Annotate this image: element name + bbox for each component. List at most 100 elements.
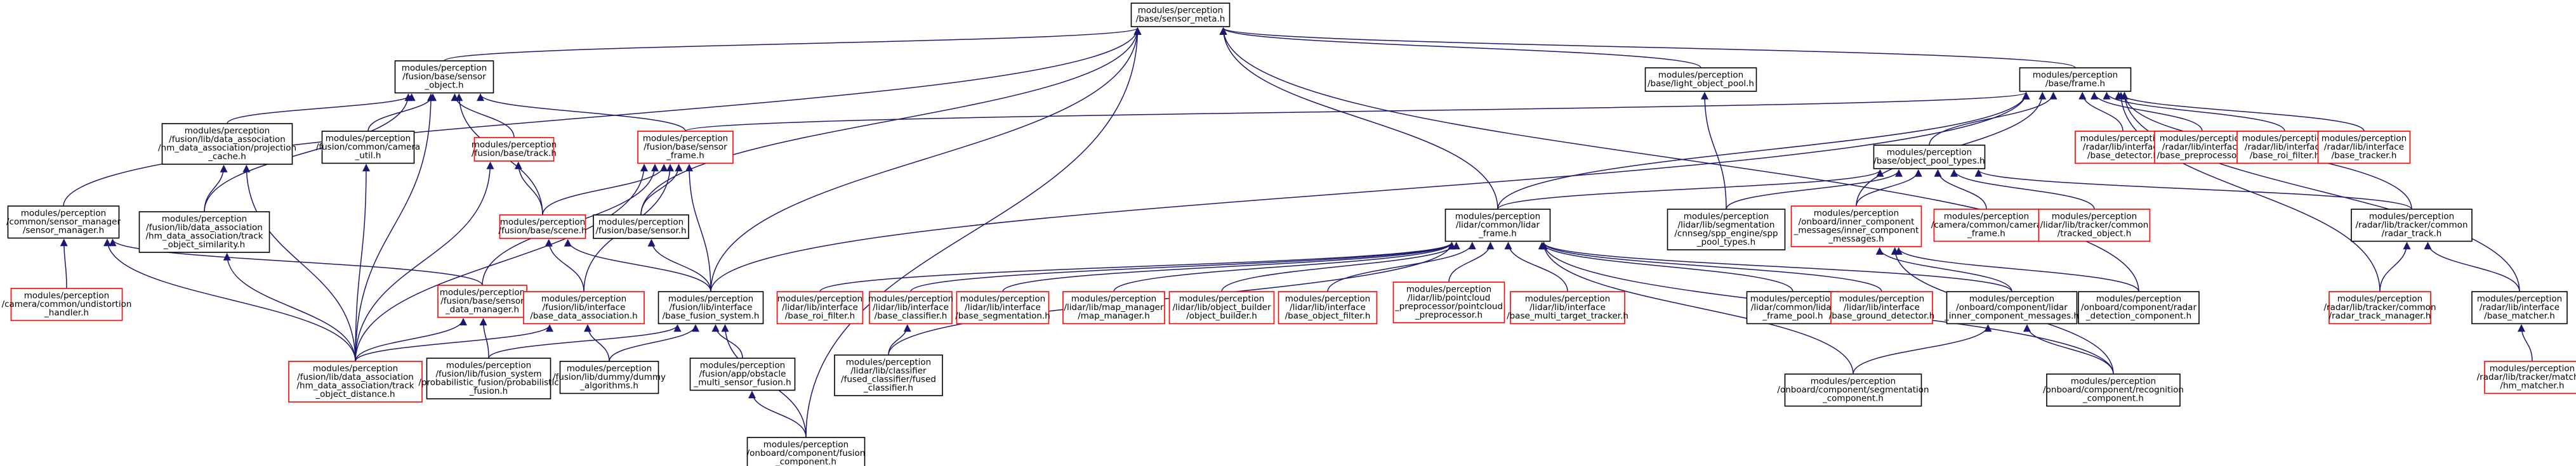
node-modules-perception-lidar-lib-tracker-common-tracked-object-h[interactable]: modules/perception/lidar/lib/tracker/com…	[2038, 209, 2151, 242]
dependency-edge	[1327, 242, 1476, 292]
dependency-edge	[1974, 169, 2412, 210]
dependency-edge	[1701, 91, 1727, 210]
node-label-line: _object.h	[424, 81, 463, 91]
node-modules-perception-onboard-component-lidar-inner-component-messages-h[interactable]: modules/perception/onboard/component/lid…	[1944, 291, 2079, 325]
dependency-edge	[1540, 242, 1882, 292]
node-label-line: /base_segmentation.h	[955, 311, 1050, 321]
node-modules-perception-fusion-common-camera-util-h[interactable]: modules/perception/fusion/common/camera_…	[316, 131, 420, 164]
node-modules-perception-radar-lib-interface-base-preprocessor-h[interactable]: modules/perception/radar/lib/interface/b…	[2154, 131, 2250, 164]
node-label-line: /base/sensor_meta.h	[1136, 14, 1225, 24]
node-label-line: modules/perception	[2096, 294, 2181, 304]
node-modules-perception-lidar-lib-classifier-fused-classifier-fused-classifier-h[interactable]: modules/perception/lidar/lib/classifier/…	[834, 354, 943, 396]
node-label-line: _object_similarity.h	[163, 240, 245, 250]
node-label-line: /hm_data_association/track	[297, 381, 414, 391]
node-modules-perception-lidar-lib-pointcloud-preprocessor-pointcloud-preprocessor-h[interactable]: modules/perception/lidar/lib/pointcloud_…	[1392, 282, 1505, 323]
node-box	[689, 358, 796, 391]
node-label-line: _messages/inner_component	[1793, 226, 1919, 236]
node-modules-perception-fusion-base-sensor-object-h[interactable]: modules/perception/fusion/base/sensor_ob…	[394, 60, 494, 94]
node-modules-perception-fusion-lib-data-association-hm-data-association-track-object-similarity-h[interactable]: modules/perception/fusion/lib/data_assoc…	[138, 211, 270, 253]
node-modules-perception-common-sensor-manager-sensor-manager-h[interactable]: modules/perception/common/sensor_manager…	[6, 205, 121, 239]
node-modules-perception-lidar-lib-object-builder-object-builder-h[interactable]: modules/perception/lidar/lib/object_buil…	[1168, 291, 1275, 325]
node-label-line: _algorithms.h	[579, 381, 638, 391]
node-label-line: /lidar/lib/interface	[965, 302, 1041, 313]
node-modules-perception-radar-lib-tracker-matcher-hm-matcher-h[interactable]: modules/perception/radar/lib/tracker/mat…	[2477, 361, 2576, 394]
node-modules-perception-onboard-component-segmentation-component-h[interactable]: modules/perception/onboard/component/seg…	[1777, 373, 1929, 407]
node-label-line: modules/perception	[1969, 294, 2054, 304]
node-modules-perception-fusion-base-sensor-data-manager-h[interactable]: modules/perception/fusion/base/sensor_da…	[437, 285, 527, 318]
node-modules-perception-radar-lib-tracker-common-radar-track-h[interactable]: modules/perception/radar/lib/tracker/com…	[2351, 209, 2473, 242]
dependency-edge	[1219, 27, 1701, 68]
node-modules-perception-camera-common-undistortion-handler-h[interactable]: modules/perception/camera/common/undisto…	[2, 288, 132, 321]
node-modules-perception-fusion-lib-interface-base-data-association-h[interactable]: modules/perception/fusion/lib/interface/…	[523, 291, 645, 325]
node-label-line: /base_matcher.h	[2484, 311, 2555, 321]
node-label-line: /lidar/lib/classifier	[850, 366, 927, 376]
node-label-line: /lidar/lib/pointcloud	[1408, 293, 1491, 303]
node-modules-perception-fusion-base-sensor-h[interactable]: modules/perception/fusion/base/sensor.h	[593, 214, 689, 239]
node-label-line: modules/perception	[846, 358, 931, 368]
node-label-line: /map_manager.h	[1078, 311, 1150, 321]
node-modules-perception-fusion-base-sensor-frame-h[interactable]: modules/perception/fusion/base/sensor_fr…	[637, 131, 734, 164]
node-box	[1392, 282, 1505, 323]
node-modules-perception-onboard-component-radar-detection-component-h[interactable]: modules/perception/onboard/component/rad…	[2078, 291, 2200, 325]
node-label-line: modules/perception	[2337, 294, 2422, 304]
node-modules-perception-base-object-pool-types-h[interactable]: modules/perception/base/object_pool_type…	[1873, 145, 1986, 169]
dependency-edge	[748, 391, 807, 438]
dependency-edge	[1538, 242, 1793, 292]
node-modules-perception-lidar-common-lidar-frame-pool-h[interactable]: modules/perception/lidar/common/lidar_fr…	[1746, 291, 1840, 325]
node-modules-perception-onboard-component-fusion-component-h[interactable]: modules/perception/onboard/component/fus…	[747, 437, 866, 466]
node-modules-perception-radar-lib-interface-base-matcher-h[interactable]: modules/perception/radar/lib/interface/b…	[2471, 291, 2568, 325]
node-modules-perception-fusion-lib-interface-base-fusion-system-h[interactable]: modules/perception/fusion/lib/interface/…	[657, 291, 764, 325]
node-modules-perception-lidar-lib-interface-base-roi-filter-h[interactable]: modules/perception/lidar/lib/interface/b…	[776, 291, 864, 325]
node-modules-perception-onboard-component-recognition-component-h[interactable]: modules/perception/onboard/component/rec…	[2043, 373, 2184, 407]
dependency-edge	[479, 318, 489, 359]
node-modules-perception-radar-lib-interface-base-roi-filter-h[interactable]: modules/perception/radar/lib/interface/b…	[2236, 131, 2333, 164]
node-modules-perception-lidar-lib-map-manager-map-manager-h[interactable]: modules/perception/lidar/lib/map_manager…	[1062, 291, 1165, 325]
dependency-edge	[2115, 91, 2365, 132]
node-label-line: /base_detector.h	[2087, 151, 2158, 161]
dependency-edge	[1856, 169, 1922, 207]
node-modules-perception-lidar-lib-interface-base-classifier-h[interactable]: modules/perception/lidar/lib/interface/b…	[868, 291, 953, 325]
node-box	[1168, 291, 1275, 325]
node-modules-perception-fusion-lib-data-association-hm-data-association-track-object-distance-h[interactable]: modules/perception/fusion/lib/data_assoc…	[288, 361, 423, 403]
node-modules-perception-radar-lib-interface-base-tracker-h[interactable]: modules/perception/radar/lib/interface/b…	[2317, 131, 2411, 164]
node-modules-perception-base-frame-h[interactable]: modules/perception/base/frame.h	[2019, 67, 2132, 92]
node-modules-perception-lidar-lib-interface-base-ground-detector-h[interactable]: modules/perception/lidar/lib/interface/b…	[1829, 291, 1935, 325]
node-modules-perception-fusion-base-track-h[interactable]: modules/perception/fusion/base/track.h	[472, 137, 557, 162]
node-modules-perception-lidar-lib-interface-base-object-filter-h[interactable]: modules/perception/lidar/lib/interface/b…	[1278, 291, 1378, 325]
node-label-line: _component.h	[1822, 394, 1884, 404]
node-modules-perception-base-light-object-pool-h[interactable]: modules/perception/base/light_object_poo…	[1644, 67, 1757, 92]
node-modules-perception-fusion-lib-dummy-dummy-algorithms-h[interactable]: modules/perception/fusion/lib/dummy/dumm…	[553, 361, 666, 394]
node-label-line: /radar/lib/tracker/matcher	[2477, 372, 2576, 382]
node-label-line: _frame.h	[666, 151, 704, 161]
node-label-line: _multi_sensor_fusion.h	[693, 378, 791, 388]
dependency-edge	[477, 93, 686, 132]
node-modules-perception-radar-lib-tracker-common-radar-track-manager-h[interactable]: modules/perception/radar/lib/tracker/com…	[2323, 291, 2436, 325]
node-modules-perception-onboard-inner-component-messages-inner-component-messages-h[interactable]: modules/perception/onboard/inner_compone…	[1790, 205, 1922, 247]
node-modules-perception-lidar-lib-interface-base-multi-target-tracker-h[interactable]: modules/perception/lidar/lib/interface/b…	[1507, 291, 1628, 325]
dependency-edge	[1113, 242, 1456, 292]
node-modules-perception-lidar-lib-interface-base-segmentation-h[interactable]: modules/perception/lidar/lib/interface/b…	[955, 291, 1050, 325]
node-label-line: _util.h	[355, 151, 381, 161]
dependency-edge	[1504, 242, 1568, 292]
node-label-line: /hm_matcher.h	[2500, 381, 2564, 391]
node-modules-perception-lidar-common-lidar-frame-h[interactable]: modules/perception/lidar/common/lidar_fr…	[1444, 209, 1551, 242]
dependency-edge	[1448, 242, 1495, 283]
node-modules-perception-fusion-lib-data-association-hm-data-association-projection-cache-h[interactable]: modules/perception/fusion/lib/data_assoc…	[158, 123, 296, 165]
node-modules-perception-camera-common-camera-frame-h[interactable]: modules/perception/camera/common/camera_…	[1931, 209, 2042, 242]
dependency-edge	[355, 324, 553, 362]
node-label-line: /lidar/lib/tracker/common	[2040, 220, 2149, 230]
node-modules-perception-fusion-app-obstacle-multi-sensor-fusion-h[interactable]: modules/perception/fusion/app/obstacle_m…	[689, 358, 796, 391]
node-modules-perception-fusion-base-scene-h[interactable]: modules/perception/fusion/base/scene.h	[498, 214, 587, 239]
dependency-edge	[1853, 324, 1992, 375]
node-label-line: modules/perception	[598, 217, 684, 228]
node-label-line: _component.h	[2082, 394, 2144, 404]
node-label-line: _data_manager.h	[445, 305, 519, 315]
dependency-edge	[355, 318, 467, 362]
node-box	[499, 214, 586, 239]
node-label-line: modules/perception	[446, 361, 531, 371]
dependency-edge	[819, 242, 1456, 292]
node-modules-perception-fusion-lib-fusion-system-probabilistic-fusion-probabilistic-fusion-h[interactable]: modules/perception/fusion/lib/fusion_sys…	[418, 358, 559, 399]
node-modules-perception-base-sensor-meta-h[interactable]: modules/perception/base/sensor_meta.h	[1130, 3, 1231, 27]
node-modules-perception-lidar-lib-segmentation-cnnseg-spp-engine-spp-pool-types-h[interactable]: modules/perception/lidar/lib/segmentatio…	[1667, 209, 1786, 250]
dependency-edge	[2120, 91, 2520, 292]
